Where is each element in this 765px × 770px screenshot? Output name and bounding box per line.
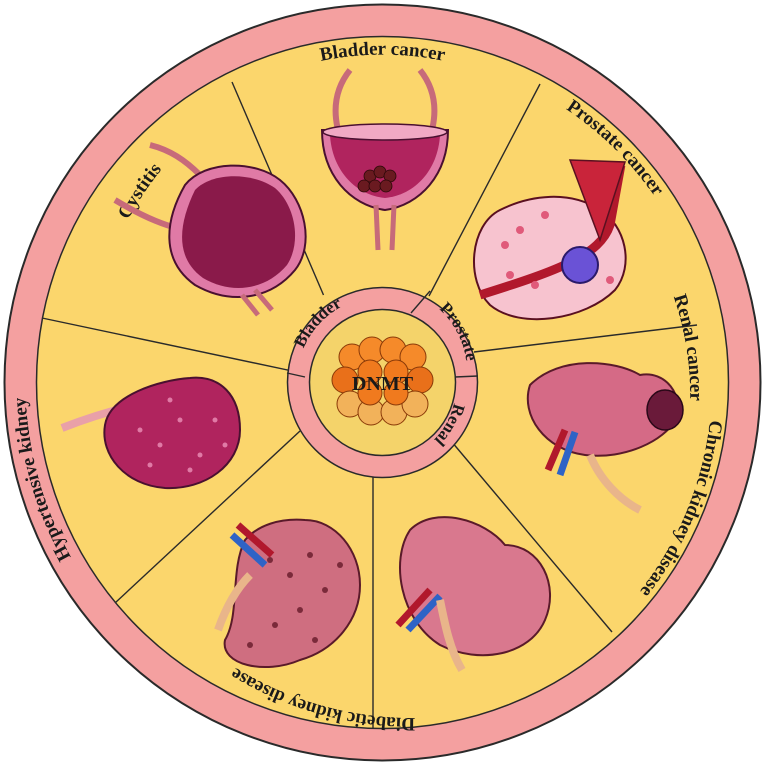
seminal-duct — [568, 159, 627, 243]
granules — [137, 397, 228, 473]
divider-renal-chronic — [445, 434, 613, 633]
bladder-lumen — [330, 135, 440, 198]
right-ureter — [417, 68, 438, 131]
ureter — [436, 599, 466, 673]
left-ureter — [332, 68, 353, 131]
inner-divider-prostate-renal — [454, 375, 479, 378]
inner-ring-dividers — [286, 290, 479, 378]
tumor-nodule — [379, 179, 393, 193]
renal-artery — [544, 428, 569, 472]
gland-cell — [501, 241, 509, 249]
gland-cells — [501, 211, 614, 289]
divider-diabetic-hypertensive — [114, 430, 301, 604]
lesion-spot — [307, 552, 313, 558]
kidney-icon — [395, 516, 551, 673]
molecule-ball — [357, 380, 383, 406]
renal-artery — [395, 587, 433, 628]
right-ureter — [149, 142, 203, 178]
ureter — [214, 572, 253, 632]
granule — [187, 467, 193, 473]
ureter — [586, 453, 642, 514]
bladder-lumen — [182, 176, 296, 288]
renal-vein — [405, 593, 443, 633]
prostate-tumor-icon — [473, 159, 627, 321]
kidney-tumor-icon — [526, 362, 684, 514]
gland-cell — [541, 211, 549, 219]
lesion-spots — [247, 552, 343, 648]
molecule-ball — [383, 380, 409, 406]
renal-vein — [556, 430, 579, 477]
tumor-lobe — [646, 389, 684, 431]
granule — [222, 442, 228, 448]
center-label: DNMT — [352, 373, 414, 395]
divider-bladder-prostate — [428, 83, 541, 297]
lesion-spot — [247, 642, 253, 648]
gland-cell — [516, 226, 524, 234]
bladder-rim — [322, 123, 448, 141]
urethra — [373, 204, 397, 251]
tumor-mass — [357, 165, 397, 193]
lesion-spot — [267, 557, 273, 563]
granule — [177, 417, 183, 423]
kidney-body — [103, 376, 242, 490]
inflamed-bladder-icon — [113, 142, 307, 317]
dnmt-molecule-icon — [331, 336, 434, 426]
granule — [197, 452, 203, 458]
lesion-spot — [272, 622, 278, 628]
lesion-spot — [337, 562, 343, 568]
inner-divider-bladder-prostate — [410, 290, 431, 314]
granular-kidney-icon — [60, 376, 242, 490]
granule — [137, 427, 143, 433]
inner-divider-renal-bladder — [286, 372, 306, 378]
kidney-body — [399, 516, 551, 657]
tumor-nodule — [357, 179, 371, 193]
divider-hypertensive-cystitis — [41, 317, 298, 373]
lesion-spot — [287, 572, 293, 578]
gland-cell — [606, 276, 614, 284]
gland-cell — [531, 281, 539, 289]
renal-vein — [229, 532, 268, 568]
spotted-kidney-icon — [214, 518, 362, 668]
granule — [157, 442, 163, 448]
lesion-spot — [322, 587, 328, 593]
bladder-tumor-icon — [320, 68, 450, 251]
granule — [212, 417, 218, 423]
renal-artery — [235, 522, 275, 558]
gland-cell — [506, 271, 514, 279]
tumor-nodule — [368, 179, 382, 193]
divider-prostate-renal — [473, 324, 698, 353]
tumor-cell — [561, 246, 599, 284]
granule — [167, 397, 173, 403]
lesion-spot — [312, 637, 318, 643]
granule — [147, 462, 153, 468]
lesion-spot — [297, 607, 303, 613]
urethra — [240, 288, 274, 317]
molecule-ball — [401, 390, 429, 418]
